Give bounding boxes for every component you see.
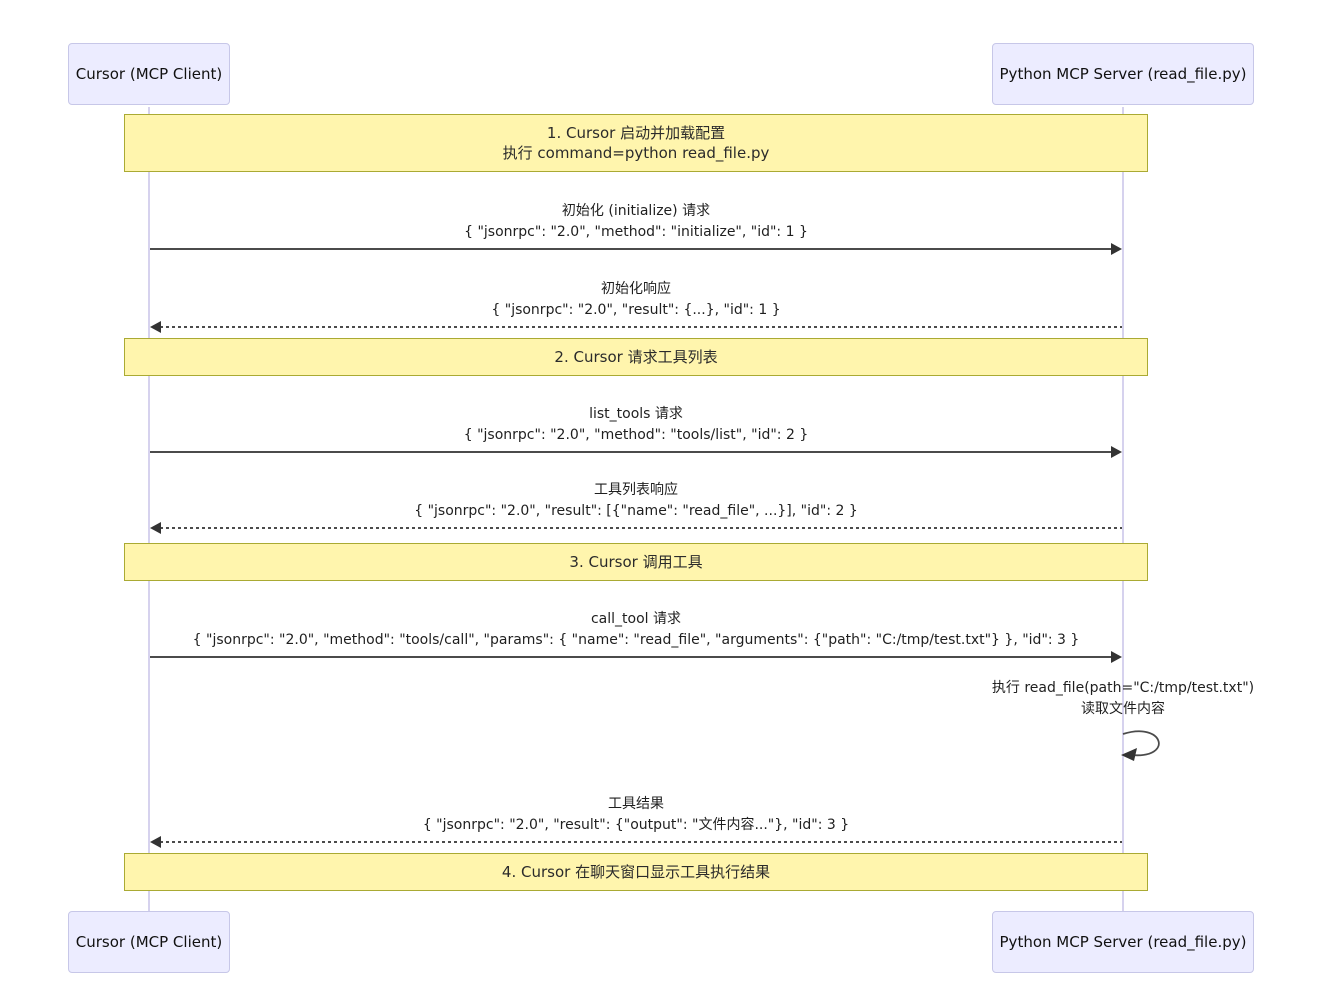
note-step-1: 1. Cursor 启动并加载配置 执行 command=python read… — [124, 114, 1148, 172]
message-tool-result: 工具结果 { "jsonrpc": "2.0", "result": {"out… — [149, 794, 1123, 836]
message-label: 工具结果 — [608, 796, 664, 812]
note-line: 3. Cursor 调用工具 — [569, 553, 703, 571]
actor-label-server: Python MCP Server (read_file.py) — [999, 933, 1247, 951]
arrow-initialize-response — [150, 321, 1122, 333]
actor-box-server-top: Python MCP Server (read_file.py) — [992, 43, 1254, 105]
message-payload: { "jsonrpc": "2.0", "result": {"output":… — [422, 817, 850, 833]
arrowhead-right-icon — [1111, 446, 1122, 458]
message-initialize-request: 初始化 (initialize) 请求 { "jsonrpc": "2.0", … — [149, 201, 1123, 243]
actor-label-client: Cursor (MCP Client) — [75, 933, 223, 951]
actor-label-server: Python MCP Server (read_file.py) — [999, 65, 1247, 83]
lifeline-server — [1122, 107, 1124, 911]
arrowhead-right-icon — [1111, 243, 1122, 255]
arrow-tool-list-response — [150, 522, 1122, 534]
message-payload: { "jsonrpc": "2.0", "method": "tools/lis… — [463, 427, 809, 443]
message-label: 初始化响应 — [601, 281, 671, 297]
message-tool-list-response: 工具列表响应 { "jsonrpc": "2.0", "result": [{"… — [149, 480, 1123, 522]
note-step-3: 3. Cursor 调用工具 — [124, 543, 1148, 581]
message-label: 工具列表响应 — [594, 482, 678, 498]
message-list-tools-request: list_tools 请求 { "jsonrpc": "2.0", "metho… — [149, 404, 1123, 446]
note-line: 执行 command=python read_file.py — [502, 144, 770, 162]
note-line: 4. Cursor 在聊天窗口显示工具执行结果 — [501, 863, 771, 881]
arrowhead-left-icon — [150, 836, 161, 848]
arrowhead-right-icon — [1111, 651, 1122, 663]
note-line: 1. Cursor 启动并加载配置 — [546, 124, 726, 142]
message-payload: { "jsonrpc": "2.0", "method": "initializ… — [464, 224, 808, 240]
message-label: 执行 read_file(path="C:/tmp/test.txt") — [991, 680, 1255, 696]
actor-box-server-bottom: Python MCP Server (read_file.py) — [992, 911, 1254, 973]
message-label: 读取文件内容 — [1081, 701, 1165, 717]
arrowhead-left-icon — [150, 522, 161, 534]
arrow-list-tools-request — [150, 446, 1122, 458]
actor-label-client: Cursor (MCP Client) — [75, 65, 223, 83]
message-initialize-response: 初始化响应 { "jsonrpc": "2.0", "result": {...… — [149, 279, 1123, 321]
arrow-initialize-request — [150, 243, 1122, 255]
self-message-execute-read-file: 执行 read_file(path="C:/tmp/test.txt") 读取文… — [906, 678, 1340, 720]
message-label: 初始化 (initialize) 请求 — [561, 203, 711, 219]
actor-box-client-top: Cursor (MCP Client) — [68, 43, 230, 105]
arrowhead-left-icon — [150, 321, 161, 333]
lifeline-client — [148, 107, 150, 911]
message-label: call_tool 请求 — [590, 611, 681, 627]
message-call-tool-request: call_tool 请求 { "jsonrpc": "2.0", "method… — [149, 609, 1123, 651]
note-step-4: 4. Cursor 在聊天窗口显示工具执行结果 — [124, 853, 1148, 891]
message-label: list_tools 请求 — [589, 406, 683, 422]
self-loop-arrow-icon — [1121, 730, 1160, 761]
note-step-2: 2. Cursor 请求工具列表 — [124, 338, 1148, 376]
message-payload: { "jsonrpc": "2.0", "result": [{"name": … — [414, 503, 858, 519]
message-payload: { "jsonrpc": "2.0", "result": {...}, "id… — [491, 302, 781, 318]
note-line: 2. Cursor 请求工具列表 — [554, 348, 718, 366]
arrow-call-tool-request — [150, 651, 1122, 663]
arrow-tool-result — [150, 836, 1122, 848]
actor-box-client-bottom: Cursor (MCP Client) — [68, 911, 230, 973]
message-payload: { "jsonrpc": "2.0", "method": "tools/cal… — [192, 632, 1080, 648]
